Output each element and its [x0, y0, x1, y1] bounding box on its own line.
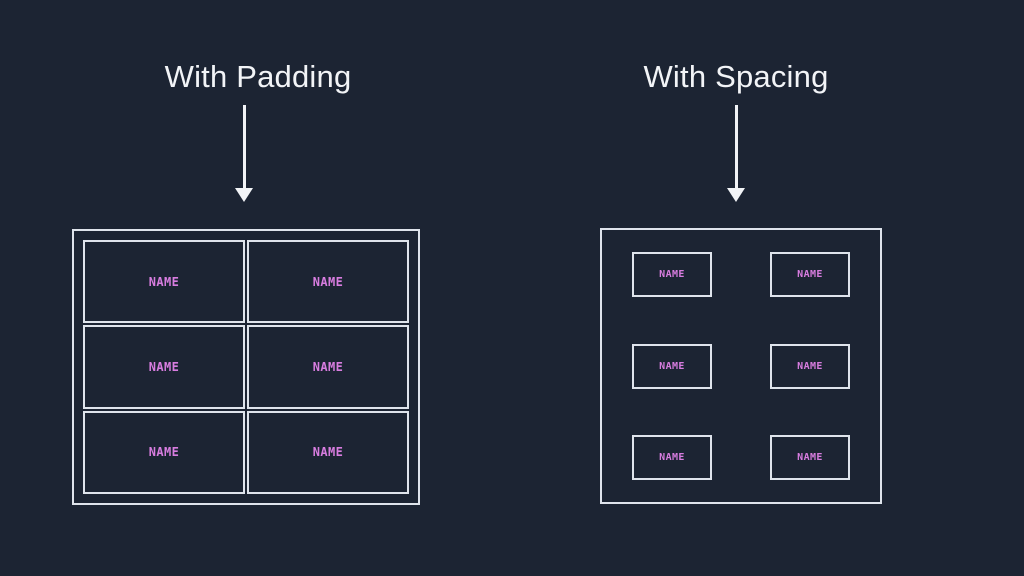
padding-container: NAME NAME NAME NAME NAME NAME [72, 229, 420, 505]
item-box[interactable]: NAME [770, 252, 850, 297]
item-box[interactable]: NAME [247, 325, 409, 409]
item-label: NAME [312, 359, 344, 374]
item-label: NAME [148, 359, 180, 374]
item-label: NAME [312, 274, 344, 289]
item-box[interactable]: NAME [770, 435, 850, 480]
arrow-shaft [242, 105, 246, 191]
item-label: NAME [659, 360, 685, 372]
spacing-grid: NAME NAME NAME NAME NAME NAME [632, 252, 850, 480]
item-label: NAME [312, 445, 344, 460]
arrow-shaft [734, 105, 738, 191]
item-label: NAME [659, 452, 685, 463]
item-box[interactable]: NAME [632, 435, 712, 480]
panel-title-padding: With Padding [164, 59, 352, 94]
arrow-head [727, 188, 745, 202]
item-label: NAME [797, 452, 823, 463]
item-label: NAME [148, 274, 180, 289]
item-box[interactable]: NAME [83, 410, 245, 494]
padding-grid: NAME NAME NAME NAME NAME NAME [82, 239, 410, 495]
item-box[interactable]: NAME [247, 240, 409, 324]
spacing-container: NAME NAME NAME NAME NAME NAME [600, 228, 882, 504]
down-arrow-icon-padding [231, 105, 257, 205]
item-box[interactable]: NAME [83, 240, 245, 324]
item-box[interactable]: NAME [770, 343, 850, 389]
item-label: NAME [797, 360, 823, 372]
item-label: NAME [659, 269, 685, 280]
item-box[interactable]: NAME [632, 252, 712, 297]
down-arrow-icon-spacing [723, 105, 749, 205]
arrow-head [235, 188, 253, 202]
item-label: NAME [797, 269, 823, 280]
item-box[interactable]: NAME [83, 325, 245, 409]
item-box[interactable]: NAME [247, 410, 409, 494]
item-box[interactable]: NAME [632, 343, 712, 389]
item-label: NAME [148, 445, 180, 460]
panel-title-spacing: With Spacing [643, 59, 829, 94]
